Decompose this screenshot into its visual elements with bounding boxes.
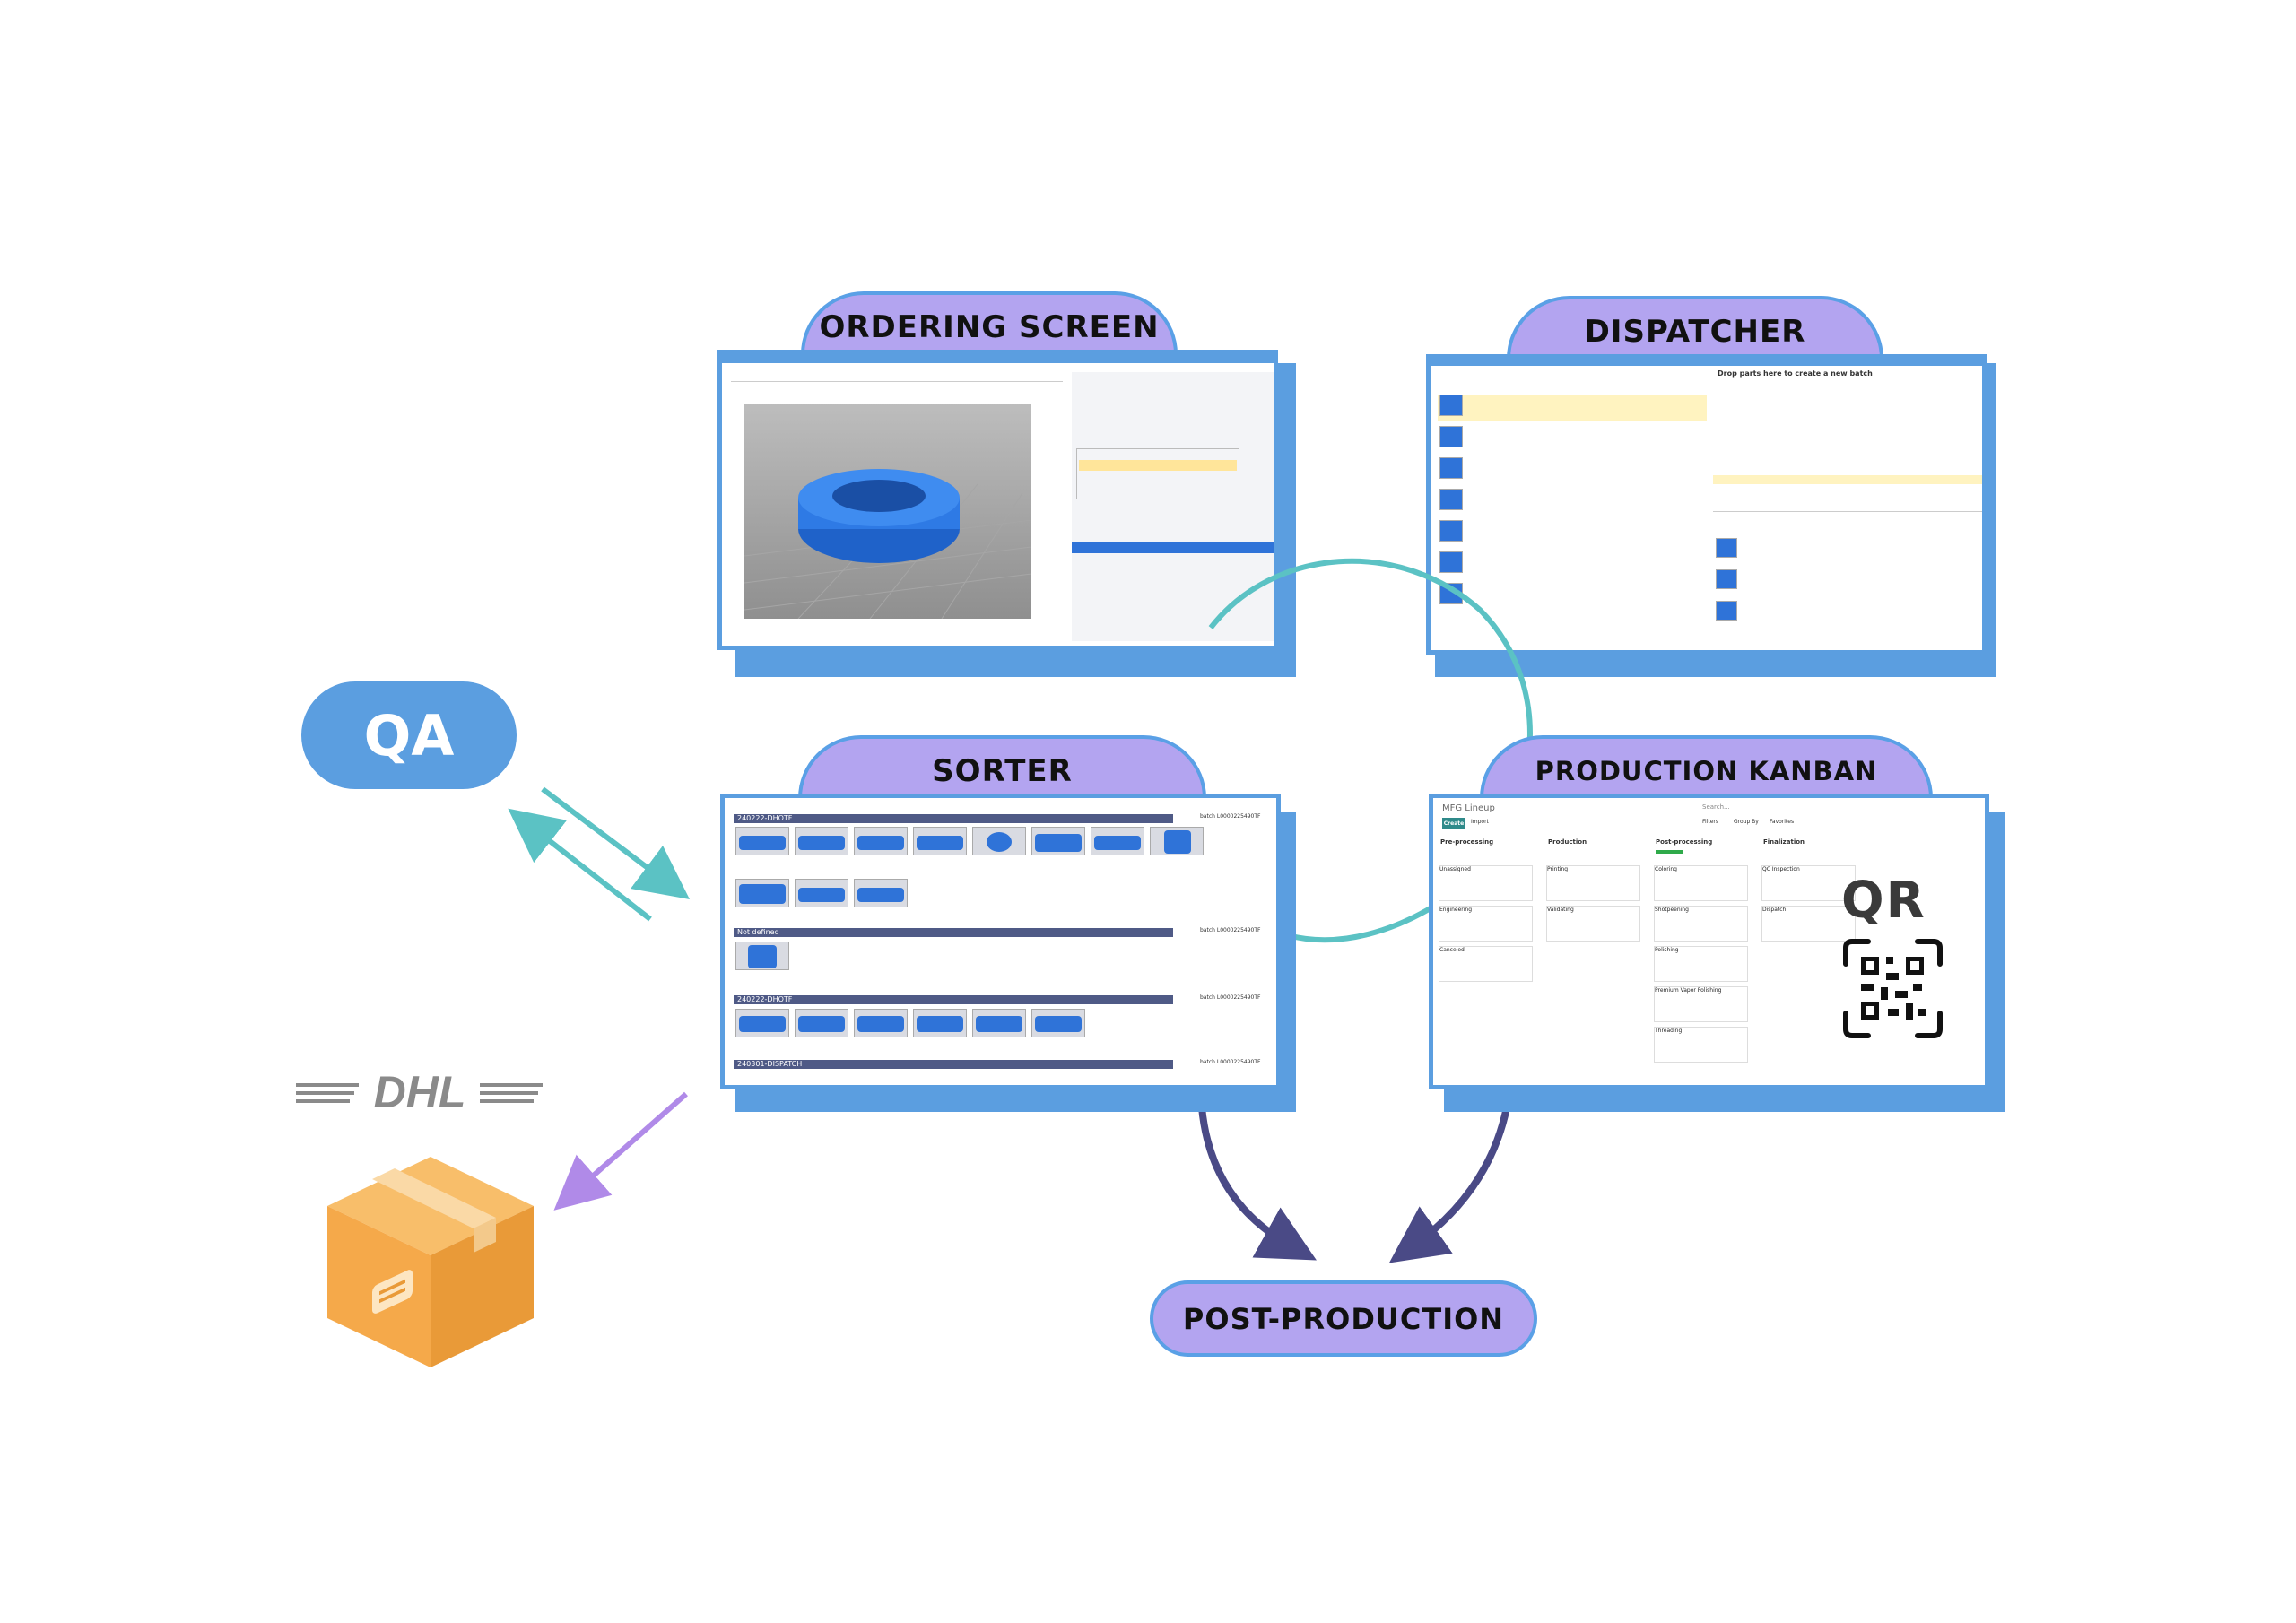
import-button[interactable]: Import xyxy=(1471,819,1489,825)
arrow-to-sorter xyxy=(541,786,690,899)
group-by-button[interactable]: Group By xyxy=(1734,819,1759,825)
qr-label: QR xyxy=(1841,872,1926,930)
batch-thumb xyxy=(1716,601,1737,621)
sorter-group-header: 240301-DISPATCH xyxy=(734,1060,1173,1069)
post-production-badge: POST-PRODUCTION xyxy=(1150,1280,1537,1357)
dispatch-thumb xyxy=(1439,520,1463,542)
kanban-column-title: Production xyxy=(1548,838,1587,846)
dispatcher-drop-hint: Drop parts here to create a new batch xyxy=(1718,369,1873,378)
sorter-group-header: 240222-DHOTF xyxy=(734,995,1173,1004)
dispatch-thumb xyxy=(1439,395,1463,416)
ordering-screenshot xyxy=(718,350,1278,650)
kanban-column-title: Finalization xyxy=(1763,838,1805,846)
ordering-screen-label: ORDERING SCREEN xyxy=(819,308,1160,345)
sorter-tab: SORTER xyxy=(798,735,1206,803)
filters-button[interactable]: Filters xyxy=(1702,819,1718,825)
kanban-column-title: Pre-processing xyxy=(1440,838,1494,846)
ordering-screen-tab: ORDERING SCREEN xyxy=(801,291,1178,359)
part-3d-render xyxy=(744,469,1031,619)
kanban-card[interactable]: QC Inspection xyxy=(1761,865,1856,901)
dhl-logo: DHL xyxy=(296,1067,543,1116)
kanban-card[interactable]: Validating xyxy=(1546,906,1640,942)
kanban-card[interactable]: Polishing xyxy=(1654,946,1748,982)
kanban-card[interactable]: Printing xyxy=(1546,865,1640,901)
dispatch-thumb xyxy=(1439,426,1463,447)
dispatcher-tab: DISPATCHER xyxy=(1507,296,1883,363)
create-button[interactable]: Create xyxy=(1442,818,1465,829)
sorter-group-header: Not defined xyxy=(734,928,1173,937)
dispatch-thumb xyxy=(1439,457,1463,479)
kanban-card[interactable]: Dispatch xyxy=(1761,906,1856,942)
kanban-tab: PRODUCTION KANBAN xyxy=(1480,735,1933,803)
kanban-screenshot: MFG Lineup Search... Create Import Filte… xyxy=(1429,794,1989,1089)
favorites-button[interactable]: Favorites xyxy=(1770,819,1795,825)
batch-thumb xyxy=(1716,538,1737,558)
arrow-to-shipping xyxy=(553,1091,688,1211)
qr-code-icon xyxy=(1843,939,1943,1038)
qa-badge: QA xyxy=(301,681,517,789)
dispatcher-screenshot: Drop parts here to create a new batch xyxy=(1426,354,1987,655)
dispatcher-label: DISPATCHER xyxy=(1584,313,1806,350)
kanban-label: PRODUCTION KANBAN xyxy=(1535,755,1878,786)
sorter-group-header: 240222-DHOTF xyxy=(734,814,1173,823)
kanban-search[interactable]: Search... xyxy=(1702,803,1730,811)
arrow-to-qa xyxy=(508,808,652,922)
batch-thumb xyxy=(1716,569,1737,589)
sorter-screenshot: 240222-DHOTF batch L0000225490TF Not def… xyxy=(720,794,1281,1089)
sorter-label: SORTER xyxy=(932,752,1073,789)
kanban-card[interactable]: Premium Vapor Polishing xyxy=(1654,986,1748,1022)
kanban-column-title: Post-processing xyxy=(1656,838,1713,846)
kanban-card[interactable]: Shotpeening xyxy=(1654,906,1748,942)
box-icon xyxy=(327,1157,534,1367)
kanban-card[interactable]: Engineering xyxy=(1439,906,1533,942)
qa-label: QA xyxy=(363,702,455,768)
svg-text:DHL: DHL xyxy=(374,1067,466,1116)
post-production-label: POST-PRODUCTION xyxy=(1182,1301,1505,1336)
kanban-card[interactable]: Canceled xyxy=(1439,946,1533,982)
dispatch-thumb xyxy=(1439,489,1463,510)
arrow-kanban-to-post xyxy=(1388,1107,1510,1263)
kanban-card[interactable]: Unassigned xyxy=(1439,865,1533,901)
arrow-sorter-to-post xyxy=(1198,1107,1317,1261)
kanban-app-title: MFG Lineup xyxy=(1442,803,1495,813)
dispatch-thumb xyxy=(1439,551,1463,573)
kanban-card[interactable]: Coloring xyxy=(1654,865,1748,901)
kanban-card[interactable]: Threading xyxy=(1654,1027,1748,1063)
